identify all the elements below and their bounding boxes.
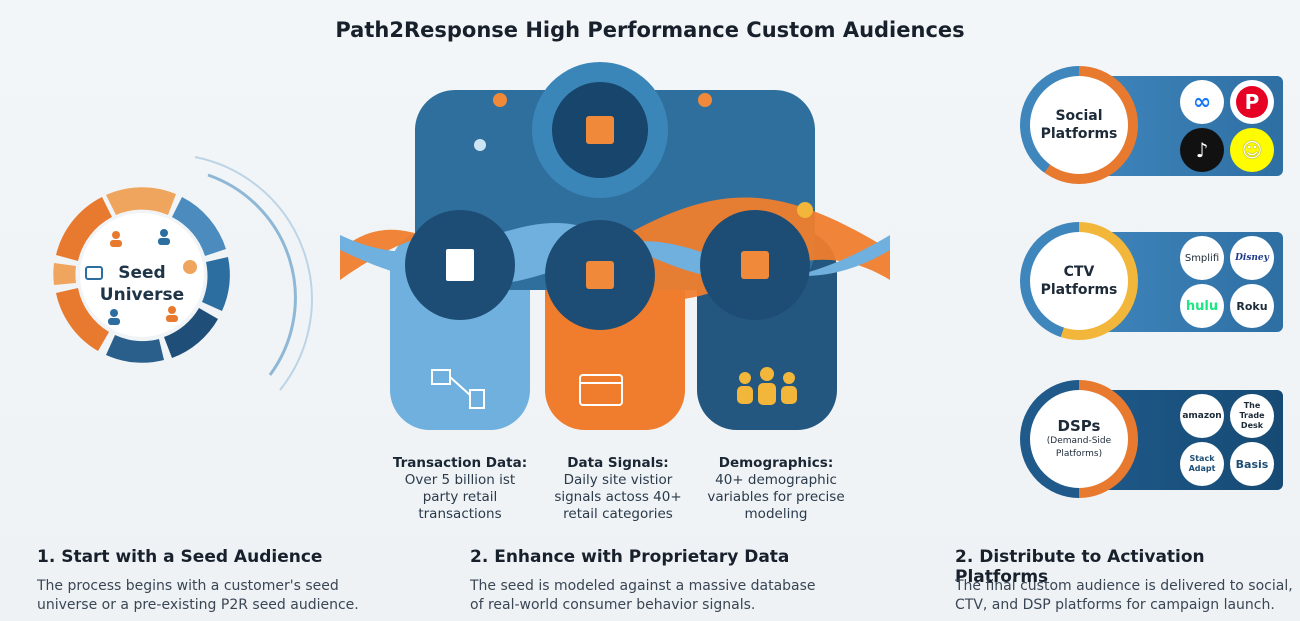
seed-universe-ring bbox=[53, 156, 313, 391]
step-1-description: The process begins with a customer's see… bbox=[37, 577, 359, 615]
platform-ring: CTV Platforms bbox=[1020, 222, 1138, 340]
caption-line: 40+ demographic bbox=[715, 472, 837, 488]
person-icon bbox=[108, 309, 120, 325]
snapchat-icon: ☺ bbox=[1230, 128, 1274, 172]
dsp-platforms-card: DSPs (Demand-Side Platforms) amazon The … bbox=[1020, 380, 1283, 498]
caption-line: signals actoss 40+ bbox=[554, 489, 682, 505]
ring-segment bbox=[56, 197, 112, 261]
smplifi-logo: Smplifi bbox=[1180, 236, 1224, 280]
basis-logo: Basis bbox=[1230, 442, 1274, 486]
pie-chart-icon bbox=[183, 260, 197, 274]
chip-icon bbox=[586, 116, 614, 144]
caption-line: modeling bbox=[744, 506, 808, 522]
step-desc-line: CTV, and DSP platforms for campaign laun… bbox=[955, 597, 1275, 613]
pinterest-icon: P bbox=[1230, 80, 1274, 124]
platform-label: DSPs (Demand-Side Platforms) bbox=[1030, 390, 1128, 488]
caption-title: Transaction Data: bbox=[392, 455, 528, 471]
platform-label-line: Platforms) bbox=[1055, 449, 1103, 459]
ring-segment bbox=[202, 257, 230, 311]
seed-label-line1: Seed bbox=[118, 263, 166, 283]
platform-label-line: (Demand-Side bbox=[1046, 436, 1112, 446]
seed-label-line2: Universe bbox=[99, 285, 185, 305]
roku-logo: Roku bbox=[1230, 284, 1274, 328]
platform-label: CTV Platforms bbox=[1030, 232, 1128, 330]
ctv-platforms-card: CTV Platforms Smplifi Disney hulu Roku bbox=[1020, 222, 1283, 340]
platform-ring: DSPs (Demand-Side Platforms) bbox=[1020, 380, 1138, 498]
stackadapt-logo: Stack Adapt bbox=[1180, 442, 1224, 486]
step-2-title: 2. Enhance with Proprietary Data bbox=[470, 547, 790, 567]
caption-line: Daily site vistior bbox=[563, 472, 673, 488]
step-2-description: The seed is modeled against a massive da… bbox=[470, 577, 816, 615]
outer-arc-decoration bbox=[207, 173, 297, 376]
step-desc-line: universe or a pre-existing P2R seed audi… bbox=[37, 597, 359, 613]
platform-ring: Social Platforms bbox=[1020, 66, 1138, 184]
chip-icon bbox=[586, 261, 614, 289]
person-icon bbox=[110, 231, 122, 247]
page-title: Path2Response High Performance Custom Au… bbox=[335, 18, 965, 42]
browser-click-icon bbox=[579, 374, 623, 406]
step-desc-line: The seed is modeled against a massive da… bbox=[470, 578, 816, 594]
meta-icon: ∞ bbox=[1180, 80, 1224, 124]
caption-title: Data Signals: bbox=[567, 455, 669, 471]
ring-segment bbox=[164, 308, 218, 358]
hulu-logo: hulu bbox=[1180, 284, 1224, 328]
ring-segment bbox=[56, 288, 109, 351]
data-enhancement-illustration bbox=[340, 62, 890, 430]
caption-line: Over 5 billion ist bbox=[404, 472, 516, 488]
caption-line: retail categories bbox=[563, 506, 673, 522]
people-group-icon bbox=[737, 367, 797, 405]
tiktok-icon: ♪ bbox=[1180, 128, 1224, 172]
chip-icon bbox=[741, 251, 769, 279]
caption-line: party retail bbox=[422, 489, 498, 505]
platform-label: Social Platforms bbox=[1030, 76, 1128, 174]
person-icon bbox=[158, 229, 170, 245]
platform-label-line: Social bbox=[1055, 108, 1103, 124]
ring-segment bbox=[106, 187, 176, 215]
ring-segment bbox=[53, 263, 76, 285]
caption-transaction: Transaction Data: Over 5 billion ist par… bbox=[385, 455, 535, 523]
node-dot bbox=[493, 93, 507, 107]
step-1-title: 1. Start with a Seed Audience bbox=[37, 547, 323, 567]
social-platforms-card: Social Platforms ∞ P ♪ ☺ bbox=[1020, 66, 1283, 184]
browser-icon bbox=[85, 266, 103, 280]
caption-title: Demographics: bbox=[718, 455, 834, 471]
platform-label-line: Platforms bbox=[1040, 282, 1118, 298]
outer-arc-decoration bbox=[194, 156, 313, 391]
ring-segment bbox=[106, 335, 164, 363]
step-3-description: The final custom audience is delivered t… bbox=[955, 577, 1293, 615]
disney-logo: Disney bbox=[1230, 236, 1274, 280]
platform-label-line: Platforms bbox=[1040, 126, 1118, 142]
platform-label-line: DSPs bbox=[1057, 417, 1101, 435]
step-desc-line: The process begins with a customer's see… bbox=[37, 578, 339, 594]
step-desc-line: The final custom audience is delivered t… bbox=[955, 578, 1293, 594]
step-3-title: 2. Distribute to Activation Platforms bbox=[955, 547, 1205, 587]
caption-line: transactions bbox=[418, 506, 502, 522]
trade-desk-logo: The Trade Desk bbox=[1230, 394, 1274, 438]
caption-signals: Data Signals: Daily site vistior signals… bbox=[538, 455, 698, 523]
seed-universe-label: Seed Universe bbox=[92, 262, 192, 306]
receipt-icon bbox=[446, 249, 474, 281]
ring-segment bbox=[172, 197, 226, 256]
caption-line: variables for precise bbox=[707, 489, 845, 505]
platform-label-line: CTV bbox=[1063, 264, 1095, 280]
node-dot bbox=[474, 139, 486, 151]
amazon-logo: amazon bbox=[1180, 394, 1224, 438]
caption-demographics: Demographics: 40+ demographic variables … bbox=[686, 455, 866, 523]
node-dot bbox=[797, 202, 813, 218]
transaction-flow-icon bbox=[431, 369, 485, 409]
step-desc-line: of real-world consumer behavior signals. bbox=[470, 597, 756, 613]
person-icon bbox=[166, 306, 178, 322]
node-dot bbox=[698, 93, 712, 107]
